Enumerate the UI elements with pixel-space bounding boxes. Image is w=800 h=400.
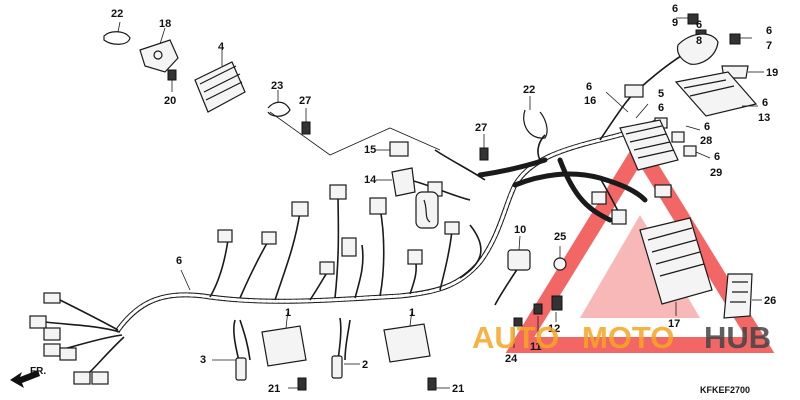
callout-23: 23 [271,80,283,92]
callout-22-right: 22 [523,84,535,96]
callout-6-sixth: 6 [762,97,768,109]
assembly-guide-line [269,111,441,156]
callout-6-eighth: 6 [714,151,720,163]
callout-28: 28 [700,135,712,147]
part-22-band-right [523,96,548,139]
callout-1-right: 1 [409,307,415,319]
callout-22-left: 22 [111,8,123,20]
callout-21-right: 21 [452,383,464,395]
callout-24: 24 [505,353,518,365]
callout-numbers: 22 18 4 20 23 27 15 14 27 22 6 6 9 6 8 6… [111,3,778,395]
watermark-moto: MOTO [582,320,674,355]
part-26-pad [723,273,762,319]
callout-14: 14 [364,174,377,186]
front-label: FR. [30,366,46,377]
part-18-bracket [139,27,179,73]
part-23-clamp [267,90,291,117]
callout-12: 12 [548,323,560,335]
callout-6-fourth: 6 [586,81,592,93]
part-14-connector [376,167,416,197]
watermark-hub: HUB [704,320,771,355]
callout-1-left: 1 [285,307,291,319]
part-27-bolt-a [301,108,311,135]
part-1-ignition-coil-left [261,309,307,391]
part-15-cover [376,141,409,157]
callout-3: 3 [200,354,206,366]
callout-6-seventh: 6 [704,121,710,133]
main-wire-harness [115,117,663,333]
fuse-relay-unit [415,191,439,229]
callout-6-third: 6 [766,25,772,37]
callout-17: 17 [668,318,680,330]
part-1-ignition-coil-right [383,309,437,391]
callout-15: 15 [364,144,376,156]
callout-21-left: 21 [268,383,280,395]
callout-6-fifth: 6 [658,102,664,114]
part-22-band-left [103,21,131,45]
watermark-text: AUTO MOTO HUB [472,320,771,355]
callout-27-right: 27 [475,122,487,134]
callout-11: 11 [530,341,542,353]
callout-8: 8 [696,35,702,47]
callout-7: 7 [766,40,772,52]
callout-9: 9 [672,17,678,29]
part-27-bolt-b [479,134,489,161]
part-13-cover [674,71,758,117]
callout-5: 5 [658,88,664,100]
callout-25: 25 [554,231,566,243]
parts-28-29-terminals [671,125,711,159]
callout-6-top: 6 [672,3,678,15]
part-25-grommet [553,246,567,271]
callout-29: 29 [710,167,722,179]
left-connectors [29,292,109,385]
callout-27-left: 27 [299,95,311,107]
part-4-regulator [194,50,246,113]
callout-20: 20 [164,95,176,107]
callout-16: 16 [584,95,596,107]
harness-connectors [217,84,672,275]
callout-2: 2 [362,359,368,371]
watermark-auto: AUTO [472,320,559,355]
parts-11-12-24-fasteners [513,295,563,348]
part-20-bolt [167,69,177,92]
callout-13: 13 [758,112,770,124]
callout-6-second: 6 [696,19,702,31]
callout-6-harness: 6 [176,255,182,267]
callout-18: 18 [159,18,171,30]
part-2-plug-cap [331,317,360,379]
callout-10: 10 [514,224,526,236]
callout-26: 26 [764,295,776,307]
part-3-plug-cap [212,319,247,381]
callout-19: 19 [766,67,778,79]
part-boot-cover [676,33,719,65]
leader-lines [180,103,649,389]
callout-4: 4 [218,41,225,53]
part-17-ecu-module [639,217,713,316]
diagram-code: KFKEF2700 [700,385,750,395]
connector-block [605,91,679,171]
front-direction-arrow: FR. [10,366,46,388]
part-10-sensor [507,235,531,271]
